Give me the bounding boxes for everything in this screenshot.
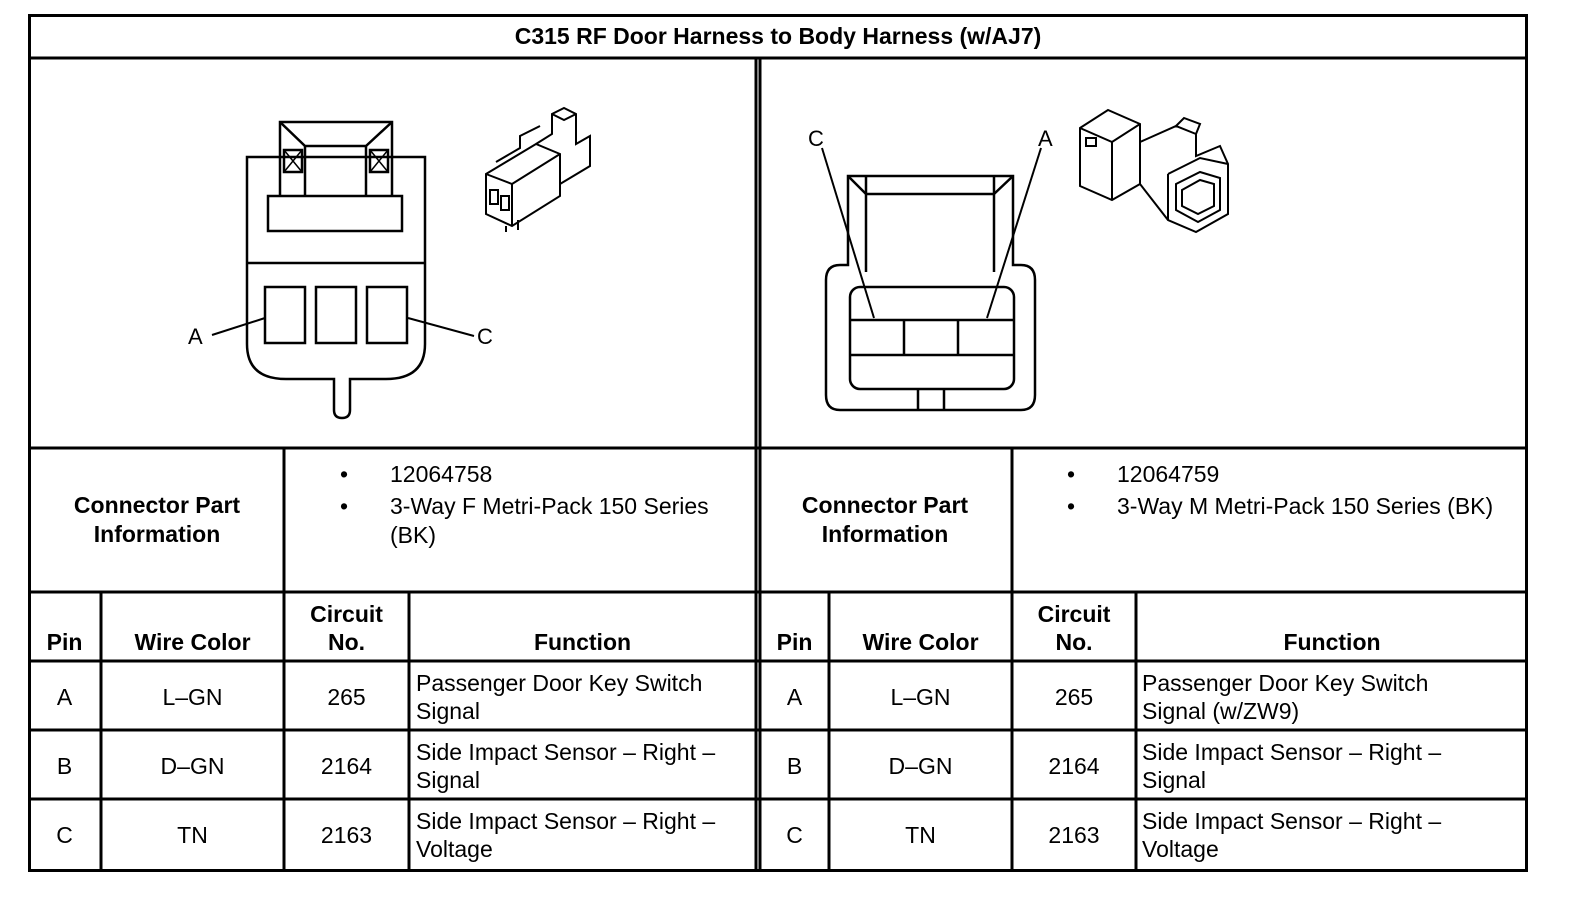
header-pin-right: Pin [776,629,813,655]
header-function-left: Function [533,629,632,655]
table-cell-wire: D–GN [160,753,225,779]
table-cell-wire: D–GN [888,753,953,779]
header-circuit-right: Circuit No. [1037,601,1111,655]
part-series-left: 3-Way F Metri-Pack 150 Series (BK) [390,493,709,548]
table-cell-circuit: 2163 [1048,822,1100,848]
female-connector-face [211,120,475,420]
header-function-right: Function [1283,629,1381,655]
connector-diagram [28,14,1528,872]
male-connector-face [821,147,1042,412]
header-wire-color-right: Wire Color [862,629,979,655]
pin-label-a-left: A [188,324,203,349]
female-connector-iso-icon [485,106,591,232]
table-cell-wire: TN [905,822,936,848]
table-cell-wire: TN [177,822,208,848]
table-cell-function: Passenger Door Key Switch Signal (w/ZW9) [1142,670,1429,724]
table-cell-pin: C [56,822,73,848]
part-series-right: 3-Way M Metri-Pack 150 Series (BK) [1117,493,1494,519]
bullet-dot: • [340,493,349,519]
header-circuit-left: Circuit No. [310,601,383,655]
table-cell-wire: L–GN [890,684,951,710]
pin-label-c-left: C [477,324,493,349]
table-cell-wire: L–GN [162,684,223,710]
table-cell-circuit: 2164 [320,753,373,779]
table-cell-pin: C [786,822,803,848]
connector-part-label-left: Connector Part Information [73,492,241,547]
bullet-dot: • [1067,461,1076,487]
page-title: C315 RF Door Harness to Body Harness (w/… [514,23,1042,49]
header-pin-left: Pin [46,629,83,655]
table-cell-pin: A [786,684,803,710]
male-connector-iso-icon [1079,108,1229,234]
header-wire-color-left: Wire Color [134,629,251,655]
table-cell-pin: B [786,753,803,779]
table-cell-circuit: 2164 [1048,753,1100,779]
part-number-left: 12064758 [390,461,493,487]
table-cell-pin: A [56,684,73,710]
table-cell-function: Side Impact Sensor – Right – Signal [416,739,716,793]
table-cell-function: Side Impact Sensor – Right – Signal [1142,739,1442,793]
pin-label-a-right: A [1038,126,1053,151]
bullet-dot: • [340,461,349,487]
part-number-right: 12064759 [1117,461,1220,487]
table-cell-function: Passenger Door Key Switch Signal [416,670,703,724]
pin-label-c-right: C [808,126,824,151]
table-cell-function: Side Impact Sensor – Right – Voltage [416,808,716,862]
table-cell-circuit: 265 [327,684,366,710]
table-cell-function: Side Impact Sensor – Right – Voltage [1142,808,1442,862]
table-grid [28,14,1528,872]
bullet-dot: • [1067,493,1076,519]
table-cell-pin: B [56,753,73,779]
table-cell-circuit: 265 [1054,684,1094,710]
connector-part-label-right: Connector Part Information [801,492,969,547]
table-cell-circuit: 2163 [320,822,373,848]
connector-sheet: C315 RF Door Harness to Body Harness (w/… [28,14,1528,872]
